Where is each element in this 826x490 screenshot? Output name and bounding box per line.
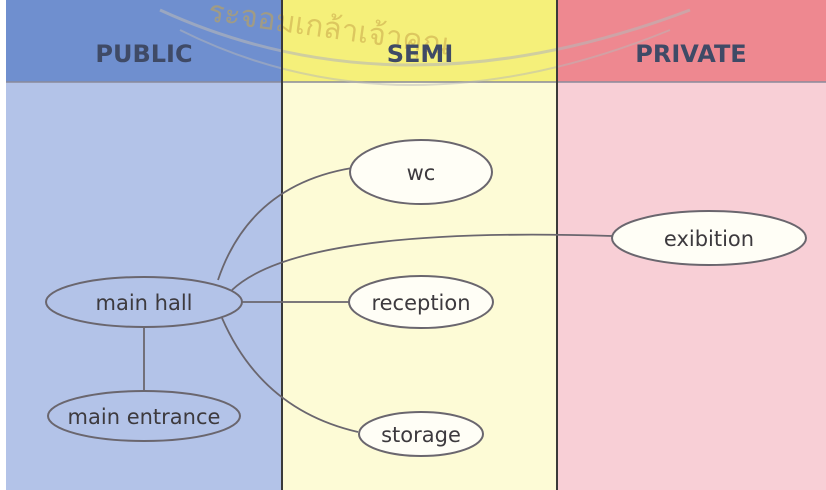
semi-zone-label: SEMI xyxy=(387,40,454,68)
node-wc-label: wc xyxy=(407,161,436,185)
private-zone-label: PRIVATE xyxy=(635,40,746,68)
edge-main-hall-wc xyxy=(217,167,353,281)
node-main-hall: main hall xyxy=(45,276,243,328)
node-reception: reception xyxy=(348,275,494,329)
semi-zone-header xyxy=(282,0,557,82)
node-main-entrance: main entrance xyxy=(47,390,241,442)
node-wc-shape xyxy=(349,139,493,205)
private-zone-header xyxy=(557,0,826,82)
node-storage-label: storage xyxy=(381,423,461,447)
node-main-entrance-shape xyxy=(47,390,241,442)
node-reception-label: reception xyxy=(371,291,470,315)
node-storage-shape xyxy=(358,411,484,457)
node-exibition-label: exibition xyxy=(664,227,754,251)
node-exibition-shape xyxy=(611,210,807,266)
node-main-hall-shape xyxy=(45,276,243,328)
public-zone-header xyxy=(6,0,282,82)
node-reception-shape xyxy=(348,275,494,329)
node-main-entrance-label: main entrance xyxy=(68,405,221,429)
node-storage: storage xyxy=(358,411,484,457)
node-exibition: exibition xyxy=(611,210,807,266)
node-main-hall-label: main hall xyxy=(96,291,193,315)
edge-main-hall-storage xyxy=(221,317,359,433)
node-wc: wc xyxy=(349,139,493,205)
edge-main-hall-exibition xyxy=(231,233,613,291)
public-zone-label: PUBLIC xyxy=(95,40,192,68)
